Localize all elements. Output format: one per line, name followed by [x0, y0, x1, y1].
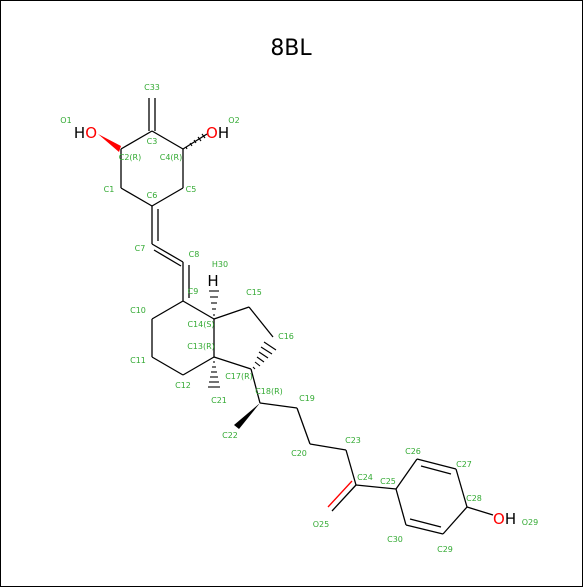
atom-label-c29: C29: [437, 545, 453, 554]
atom-label-c15: C15: [246, 288, 262, 297]
atom-label-c18: C18(R): [255, 387, 283, 396]
atom-label-c21: C21: [211, 396, 227, 405]
atom-label-c33: C33: [144, 83, 160, 92]
atom-label-c20: C20: [291, 449, 307, 458]
atom-label-o25: O25: [313, 520, 329, 529]
atom-label-c26: C26: [405, 447, 421, 456]
atom-label-c25: C25: [380, 477, 396, 486]
atom-label-c9: C9: [188, 287, 199, 296]
atom-label-c11: C11: [130, 356, 146, 365]
atom-label-o2: O2: [228, 116, 239, 125]
hydroxyl-o2-label: OH: [206, 124, 229, 142]
atom-label-c5: C5: [186, 185, 197, 194]
atom-label-h30: H30: [212, 260, 228, 269]
atom-label-c17: C17(R): [225, 372, 253, 381]
atom-label-c24: C24: [357, 473, 373, 482]
hydroxyl-o29-label: OH: [493, 510, 516, 528]
atom-label-c3: C3: [147, 137, 158, 146]
stereo-bonds: [98, 133, 277, 429]
atom-label-c2: C2(R): [119, 153, 141, 162]
atom-label-o1: O1: [60, 116, 71, 125]
atom-label-c4: C4(R): [160, 153, 182, 162]
atom-label-c13: C13(R): [187, 342, 215, 351]
atom-label-c12: C12: [175, 381, 191, 390]
atom-label-c16: C16: [278, 332, 294, 341]
atom-label-c28: C28: [466, 494, 482, 503]
atom-label-c27: C27: [456, 460, 472, 469]
atom-label-o29: O29: [522, 518, 538, 527]
bond-lines: [120, 98, 494, 535]
atom-label-c14: C14(S): [187, 320, 214, 329]
atom-label-c30: C30: [387, 535, 403, 544]
atom-label-c1: C1: [104, 185, 115, 194]
hetero-labels: HO OH H OH: [74, 124, 516, 528]
atom-label-c22: C22: [222, 431, 238, 440]
hydrogen-h30-label: H: [207, 272, 218, 290]
hydroxyl-o1-label: HO: [74, 124, 97, 142]
diagram-title: 8BL: [270, 36, 312, 61]
atom-labels: O1 O2 C33 C3 C2(R) C4(R) C1 C6 C5 C7 C8 …: [60, 83, 538, 554]
atom-label-c19: C19: [299, 394, 315, 403]
atom-label-c23: C23: [345, 436, 361, 445]
atom-label-c10: C10: [130, 306, 146, 315]
atom-label-c6: C6: [147, 191, 158, 200]
atom-label-c7: C7: [135, 244, 146, 253]
atom-label-c8: C8: [189, 250, 200, 259]
